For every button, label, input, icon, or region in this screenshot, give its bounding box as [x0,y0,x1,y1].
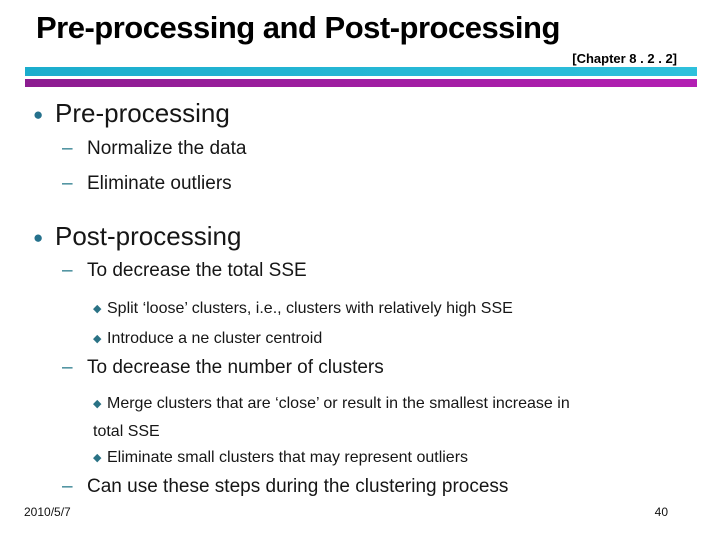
bullet-text-line1: Merge clusters that are ‘close’ or resul… [107,395,570,412]
dash-bullet-icon: – [62,476,73,497]
bullet-dot-icon: ● [33,228,44,247]
footer-page-number: 40 [654,505,668,519]
diamond-bullet-icon: ◆ [93,452,102,464]
bullet-text: To decrease the number of clusters [87,357,384,378]
sub-item-eliminate-outliers: –Eliminate outliers [62,173,232,195]
diamond-bullet-icon: ◆ [93,333,102,345]
diamond-bullet-icon: ◆ [93,303,102,315]
bullet-text: Post-processing [55,221,242,251]
diamond-bullet-icon: ◆ [93,398,102,410]
dash-bullet-icon: – [62,357,73,378]
bullet-item-postprocessing: ● Post-processing [33,222,241,252]
bullet-text-line2: total SSE [93,423,160,440]
bullet-text: Pre-processing [55,98,230,128]
sub-item-decrease-clusters: –To decrease the number of clusters [62,357,384,379]
divider-bar-cyan [25,67,697,76]
bullet-text: Eliminate outliers [87,173,232,194]
sub-item-normalize: –Normalize the data [62,138,246,160]
detail-item-split-clusters: ◆ Split ‘loose’ clusters, i.e., clusters … [93,295,697,323]
chapter-reference-label: [Chapter 8 . 2 . 2] [572,51,677,66]
detail-item-introduce-centroid: ◆ Introduce a ne cluster centroid [93,325,697,353]
sub-item-decrease-sse: –To decrease the total SSE [62,260,307,282]
bullet-text: To decrease the total SSE [87,260,307,281]
slide-title: Pre-processing and Post-processing [36,10,560,45]
dash-bullet-icon: – [62,260,73,281]
dash-bullet-icon: – [62,173,73,194]
bullet-item-preprocessing: ● Pre-processing [33,99,230,129]
divider-bar-purple [25,79,697,87]
bullet-text: Normalize the data [87,138,247,159]
bullet-text: Split ‘loose’ clusters, i.e., clusters w… [107,300,513,317]
footer-date: 2010/5/7 [24,505,71,519]
bullet-dot-icon: ● [33,105,44,124]
sub-item-use-during-clustering: –Can use these steps during the clusteri… [62,476,508,498]
bullet-text: Can use these steps during the clusterin… [87,476,509,497]
bullet-text: Eliminate small clusters that may repres… [107,449,469,466]
dash-bullet-icon: – [62,138,73,159]
detail-item-merge-clusters: ◆ Merge clusters that are ‘close’ or resu… [93,390,697,445]
bullet-text: Introduce a ne cluster centroid [107,330,323,347]
detail-item-eliminate-small: ◆ Eliminate small clusters that may repre… [93,444,697,472]
